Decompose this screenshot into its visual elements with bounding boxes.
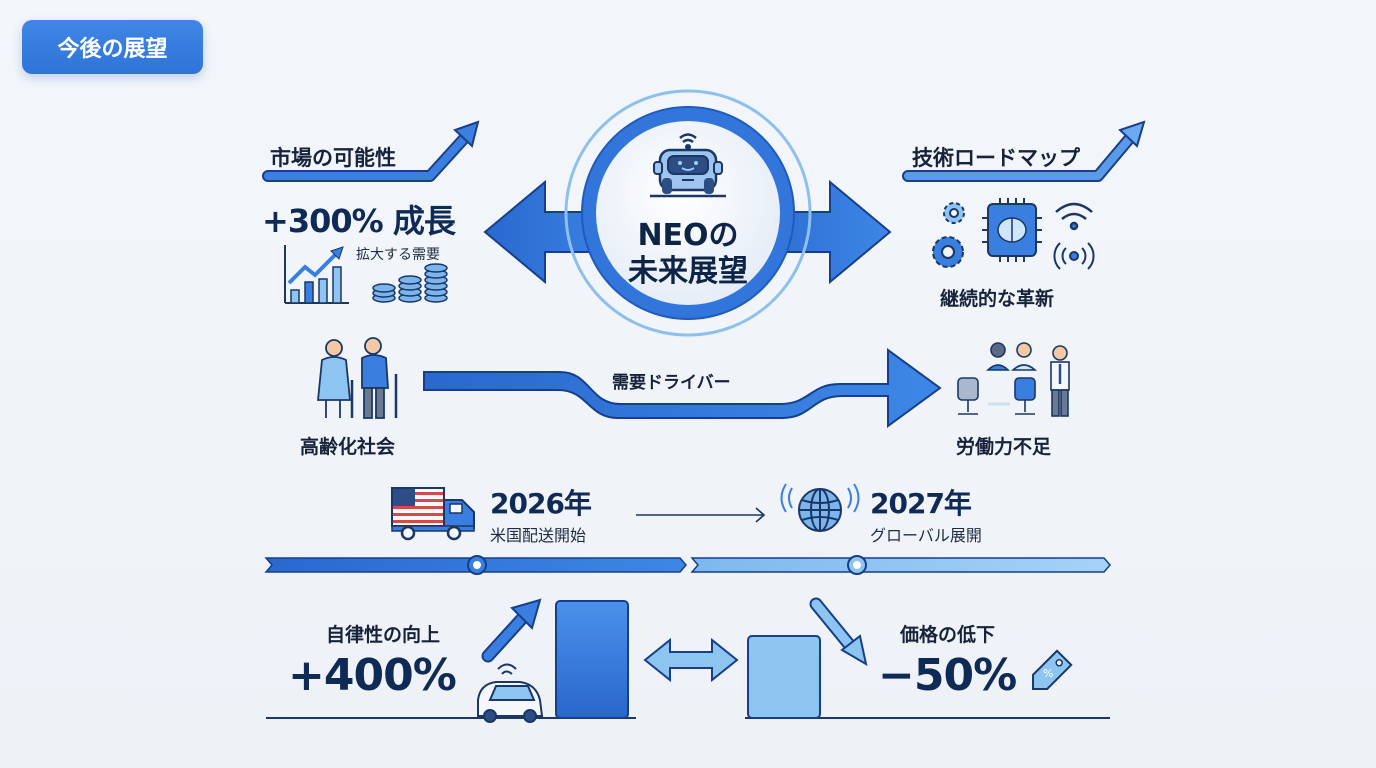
market-growth-value: +300% 成長: [262, 202, 456, 240]
milestone-2026-year: 2026年: [490, 487, 592, 520]
globe-icon: [780, 483, 860, 532]
wifi-icon: [1055, 202, 1093, 231]
center-double-arrow: [483, 179, 892, 285]
ai-chip-icon: [982, 198, 1042, 262]
page-title: 今後の展望: [57, 37, 168, 62]
center-title: NEOの 未来展望: [588, 218, 788, 290]
timeline-connector-arrow: [636, 507, 766, 523]
market-growth-arrow: [262, 120, 480, 182]
price-down-arrow: [809, 597, 868, 667]
market-heading: 市場の可能性: [270, 146, 396, 170]
demand-driver-label: 需要ドライバー: [612, 373, 731, 393]
page-title-badge: 今後の展望: [22, 20, 203, 74]
tech-caption: 継続的な革新: [940, 288, 1055, 310]
autonomy-bar: [555, 600, 629, 719]
price-label: 価格の低下: [900, 624, 996, 646]
center-circle: [564, 89, 812, 337]
market-caption: 拡大する需要: [356, 247, 440, 263]
bar-chart-growth-icon: [284, 245, 349, 304]
tech-heading: 技術ロードマップ: [912, 146, 1080, 170]
milestone-2027-year: 2027年: [870, 487, 972, 520]
gears-icon: [932, 202, 965, 268]
tech-roadmap-arrow: [902, 120, 1146, 182]
labor-shortage-icon: [957, 342, 1070, 417]
coin-stacks-icon: [372, 263, 448, 303]
price-value: −50%: [878, 650, 1017, 701]
autonomous-car-icon: [477, 663, 544, 723]
percent-symbol: %: [1043, 667, 1053, 680]
robot-car-icon: [650, 133, 726, 198]
timeline-bar-2027: [690, 557, 1111, 573]
demand-driver-arrow: [423, 348, 942, 428]
milestone-2027-desc: グローバル展開: [870, 526, 982, 545]
autonomy-value: +400%: [288, 650, 457, 701]
broadcast-icon: [1053, 242, 1095, 270]
center-title-line2: 未来展望: [628, 254, 748, 289]
comparison-double-arrow: [643, 637, 739, 683]
us-flag-truck-icon: [391, 487, 475, 541]
autonomy-up-arrow: [481, 598, 542, 663]
milestone-2026-desc: 米国配送開始: [490, 526, 587, 545]
aging-society-label: 高齢化社会: [300, 436, 396, 458]
price-tag-icon: [1032, 649, 1073, 690]
center-title-line1: NEOの: [637, 218, 739, 253]
price-bar: [747, 635, 821, 719]
elderly-couple-icon: [317, 337, 398, 419]
autonomy-label: 自律性の向上: [326, 624, 441, 646]
labor-shortage-label: 労働力不足: [956, 436, 1052, 458]
